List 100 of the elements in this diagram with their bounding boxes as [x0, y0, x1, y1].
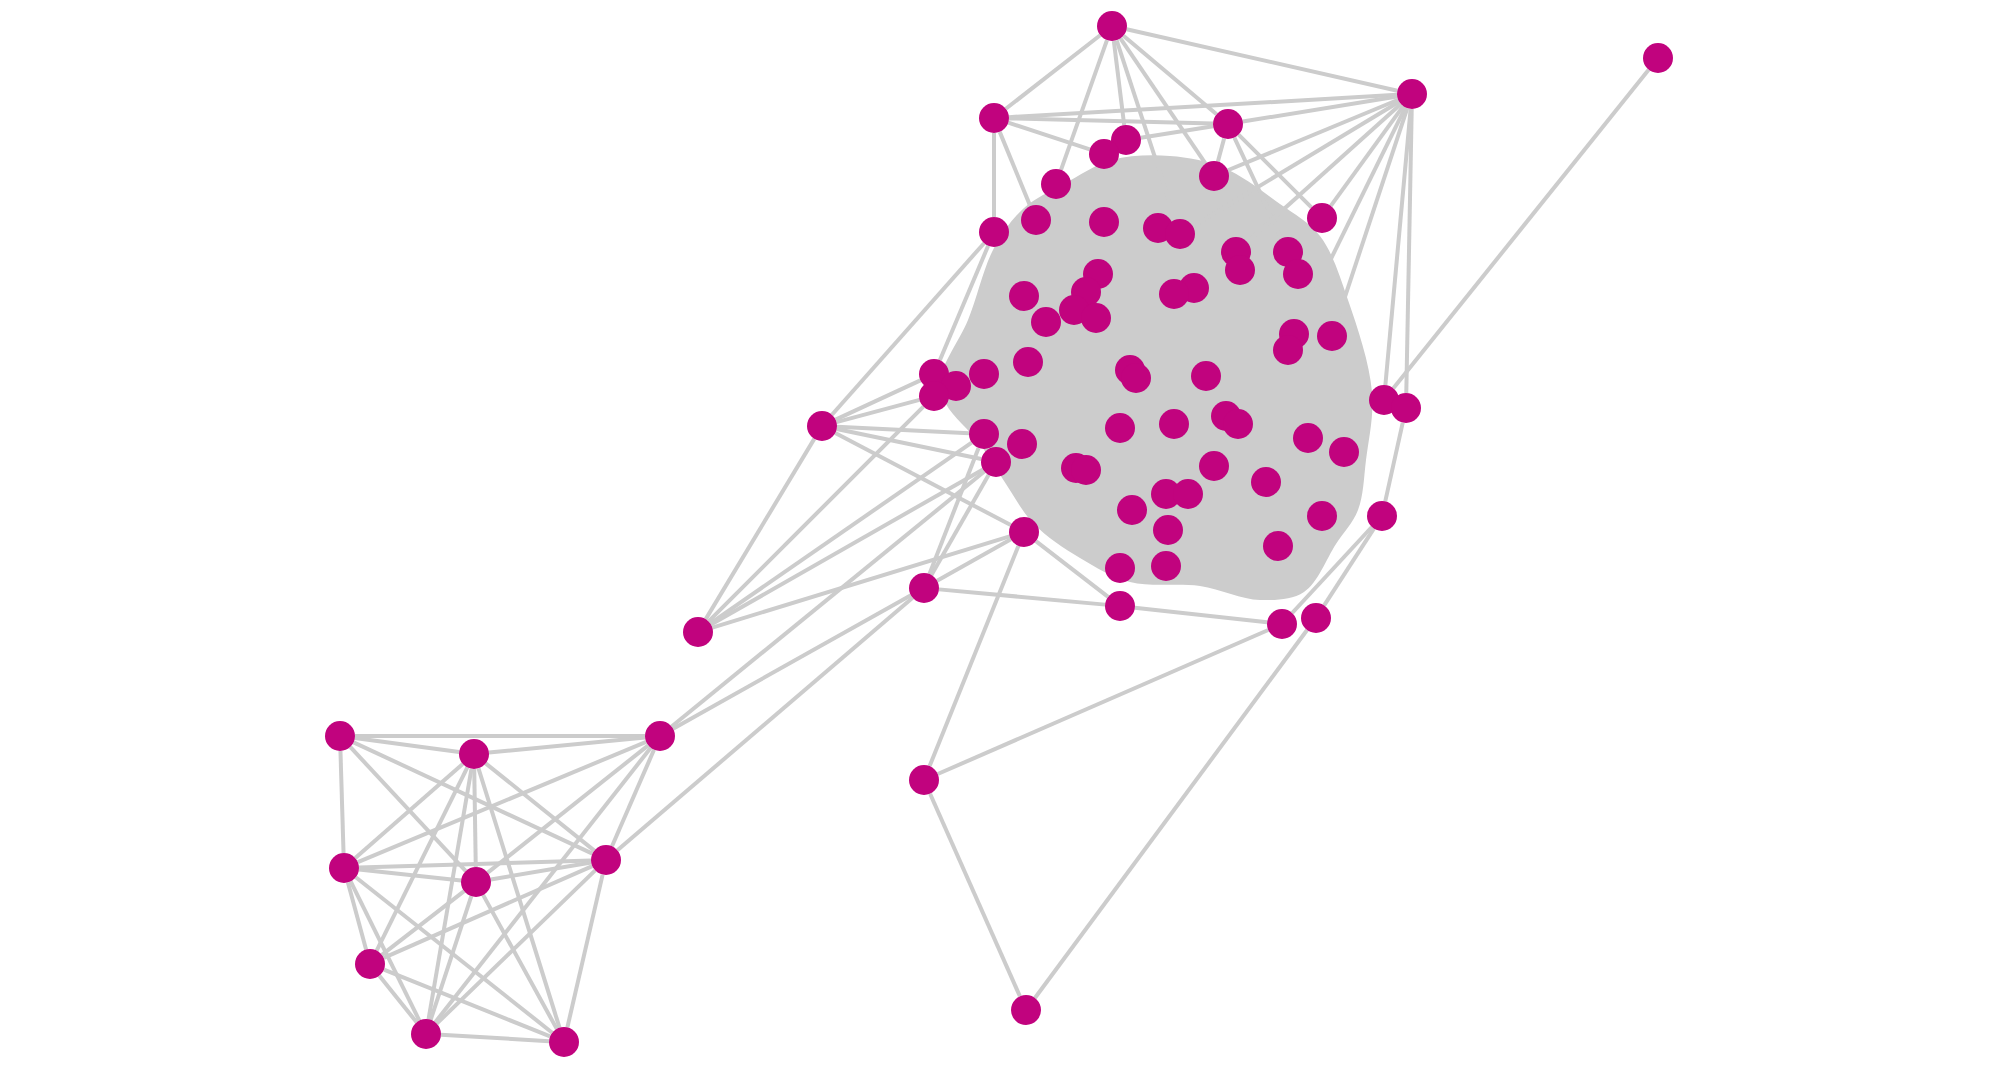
- edge-line: [355, 734, 645, 738]
- edge-line: [476, 767, 562, 1029]
- network-node: [1013, 347, 1043, 377]
- network-node: [1643, 43, 1673, 73]
- network-node: [1329, 437, 1359, 467]
- network-node: [1111, 125, 1141, 155]
- network-node: [1301, 603, 1331, 633]
- edge-line: [486, 743, 650, 875]
- network-node: [1021, 205, 1051, 235]
- edge-line: [354, 736, 460, 754]
- network-node: [1105, 591, 1135, 621]
- edge-line: [616, 596, 914, 852]
- edge-line: [709, 440, 973, 626]
- network-node: [1213, 109, 1243, 139]
- edge-line: [348, 745, 468, 873]
- edge-line: [927, 447, 981, 575]
- network-node: [1011, 995, 1041, 1025]
- edge-line: [836, 427, 982, 461]
- edge-line: [834, 378, 922, 422]
- network-node: [1105, 413, 1135, 443]
- edge-line: [834, 431, 1012, 527]
- edge-line: [1227, 97, 1399, 173]
- edge-line: [374, 766, 470, 952]
- network-node: [591, 845, 621, 875]
- edge-line: [346, 881, 368, 951]
- edge-line: [928, 792, 1022, 998]
- network-node: [329, 853, 359, 883]
- network-node: [459, 739, 489, 769]
- edge-line: [938, 587, 1106, 607]
- edge-line: [710, 467, 984, 627]
- edge-line: [1237, 133, 1313, 209]
- edge-line: [353, 762, 465, 860]
- edge-line: [1126, 27, 1398, 93]
- edge-line: [357, 739, 647, 865]
- network-node: [683, 617, 713, 647]
- edge-line: [936, 628, 1270, 776]
- edge-line: [358, 858, 592, 870]
- edge-line: [433, 746, 653, 1024]
- network-node: [1117, 495, 1147, 525]
- network-node: [1223, 409, 1253, 439]
- edge-line: [380, 889, 466, 957]
- edge-line: [565, 874, 605, 1028]
- network-node: [549, 1027, 579, 1057]
- edge-line: [1122, 34, 1218, 116]
- edge-line: [481, 894, 559, 1030]
- network-node: [411, 1019, 441, 1049]
- edge-line: [1034, 539, 1110, 599]
- edge-line: [348, 880, 422, 1022]
- network-node: [1009, 517, 1039, 547]
- network-node: [941, 371, 971, 401]
- edge-line: [711, 534, 1011, 630]
- network-node: [1263, 531, 1293, 561]
- edge-line: [1008, 92, 1398, 120]
- edge-line: [1383, 422, 1405, 502]
- edge-line: [1242, 94, 1398, 124]
- network-node: [1165, 219, 1195, 249]
- network-node: [1097, 11, 1127, 41]
- edge-line: [1391, 68, 1651, 390]
- network-node: [1081, 303, 1111, 333]
- edge-line: [1111, 40, 1127, 126]
- edge-line: [377, 974, 419, 1024]
- edge-line: [938, 245, 990, 361]
- edge-line: [426, 768, 474, 1020]
- edge-line: [1383, 108, 1413, 386]
- edge-line: [382, 864, 594, 960]
- network-node: [1089, 207, 1119, 237]
- network-node: [1251, 467, 1281, 497]
- network-node: [645, 721, 675, 751]
- network-node: [981, 447, 1011, 477]
- network-node: [1153, 515, 1183, 545]
- edge-line: [707, 405, 925, 623]
- network-node: [1159, 409, 1189, 439]
- edge-line: [1290, 525, 1374, 615]
- network-node: [1307, 203, 1337, 233]
- edge-line: [1322, 527, 1376, 607]
- edge-line: [1140, 124, 1214, 140]
- edge-line: [440, 1032, 550, 1044]
- network-node: [355, 949, 385, 979]
- network-node: [909, 573, 939, 603]
- edge-line: [610, 748, 656, 848]
- network-node: [1009, 281, 1039, 311]
- network-node: [1267, 609, 1297, 639]
- edge-line: [1134, 605, 1268, 625]
- network-node: [1199, 161, 1229, 191]
- edge-line: [1007, 120, 1091, 152]
- network-node: [1391, 393, 1421, 423]
- edge-line: [358, 867, 462, 883]
- edge-line: [704, 437, 816, 621]
- edge-line: [992, 133, 996, 217]
- network-node: [979, 103, 1009, 133]
- network-node: [1041, 169, 1071, 199]
- network-node: [325, 721, 355, 751]
- edge-line: [435, 869, 597, 1025]
- network-node: [1173, 479, 1203, 509]
- edge-line: [936, 537, 1012, 583]
- network-node: [461, 867, 491, 897]
- network-node: [969, 419, 999, 449]
- edge-line: [1004, 33, 1102, 111]
- edge-line: [484, 761, 596, 853]
- edge-line: [354, 875, 554, 1035]
